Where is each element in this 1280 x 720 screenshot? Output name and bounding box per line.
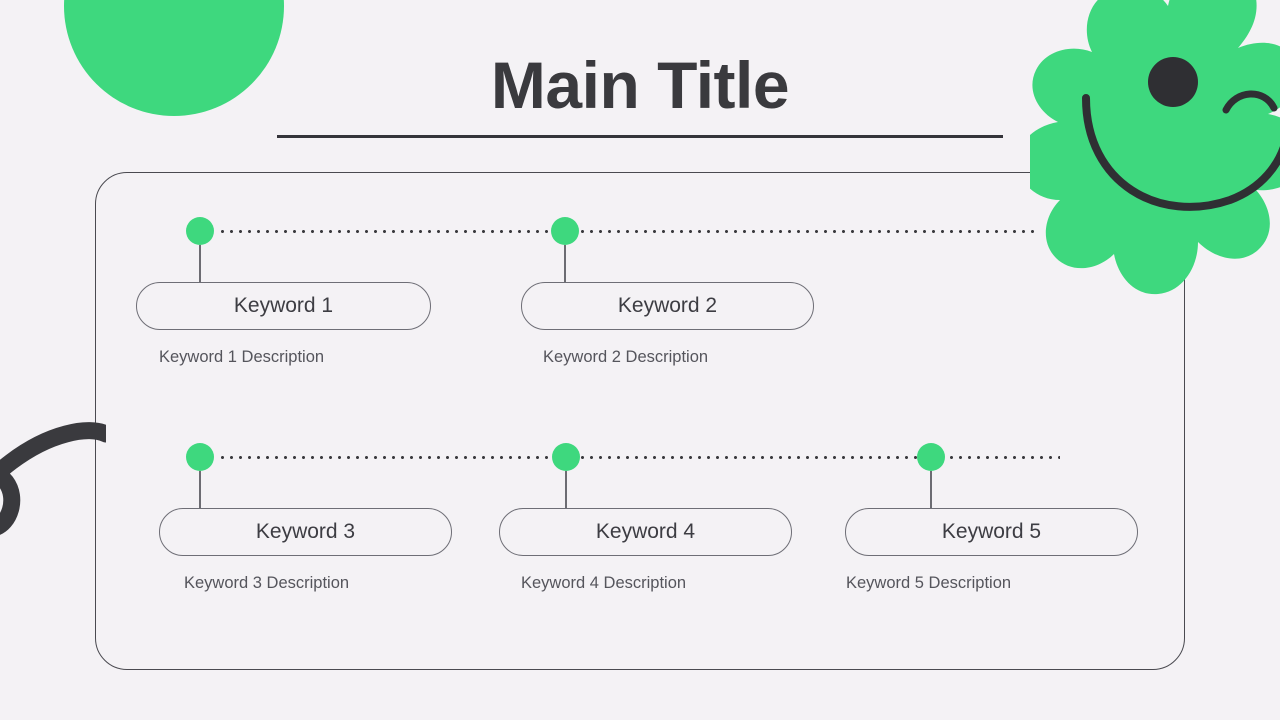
keyword-pill[interactable]: Keyword 5 — [845, 508, 1138, 556]
keyword-description: Keyword 2 Description — [543, 348, 709, 366]
keyword-description: Keyword 3 Description — [184, 574, 350, 592]
node-dot-icon — [551, 217, 579, 245]
keyword-label: Keyword 2 — [617, 294, 718, 317]
row-1-dotted-connector — [218, 230, 1036, 233]
node-dot-icon — [186, 443, 214, 471]
node-dot-icon — [186, 217, 214, 245]
keyword-pill[interactable]: Keyword 1 — [136, 282, 431, 330]
keyword-description: Keyword 4 Description — [521, 574, 687, 592]
squiggle-decoration-icon — [0, 404, 106, 544]
node-stem — [199, 471, 201, 531]
keyword-description: Keyword 5 Description — [846, 574, 1012, 592]
page-title: Main Title — [490, 48, 790, 122]
keyword-label: Keyword 4 — [595, 520, 696, 543]
node-stem — [930, 471, 932, 531]
title-underline-rule — [277, 135, 1003, 139]
row-2-dotted-connector — [218, 456, 1060, 459]
title-block: Main Title — [0, 48, 1280, 139]
keyword-pill[interactable]: Keyword 4 — [499, 508, 792, 556]
node-stem — [199, 245, 201, 305]
keyword-pill[interactable]: Keyword 3 — [159, 508, 452, 556]
node-stem — [564, 245, 566, 305]
node-stem — [565, 471, 567, 531]
node-dot-icon — [917, 443, 945, 471]
keyword-label: Keyword 5 — [941, 520, 1042, 543]
keyword-pill[interactable]: Keyword 2 — [521, 282, 814, 330]
node-dot-icon — [552, 443, 580, 471]
content-panel — [95, 172, 1185, 670]
keyword-description: Keyword 1 Description — [159, 348, 325, 366]
flower-smiley-decoration-icon — [1030, 0, 1280, 317]
keyword-label: Keyword 1 — [233, 294, 334, 317]
keyword-label: Keyword 3 — [255, 520, 356, 543]
